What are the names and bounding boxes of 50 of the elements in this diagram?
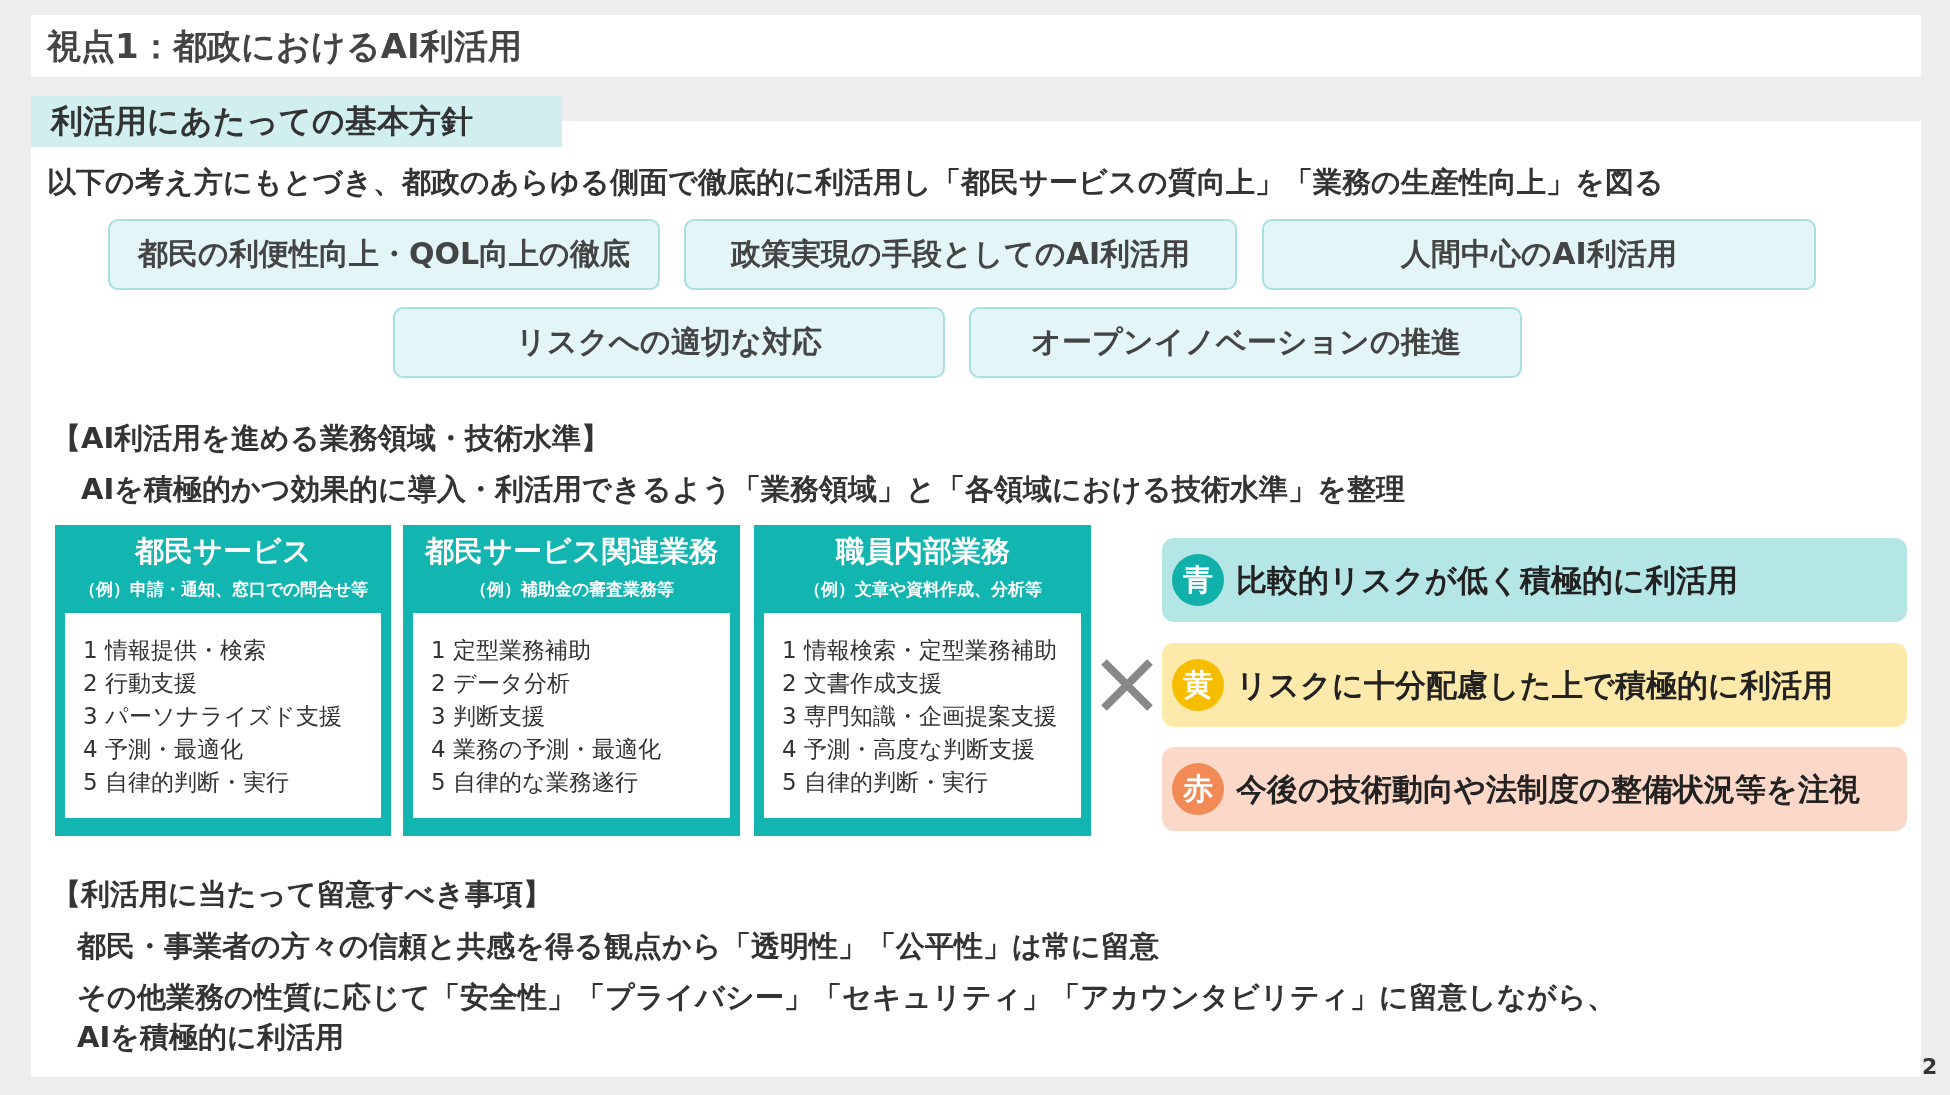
item-list-box bbox=[413, 613, 730, 818]
principle-box: オープンイノベーションの推進 bbox=[969, 307, 1522, 378]
risk-level-text: 今後の技術動向や法制度の整備状況等を注視 bbox=[1236, 770, 1860, 809]
note-sentence: 都民・事業者の方々の信頼と共感を得る観点から「透明性」「公平性」は常に留意 bbox=[77, 928, 1159, 965]
risk-level-text: リスクに十分配慮した上で積極的に利活用 bbox=[1236, 666, 1833, 705]
list-item: 1 情報提供・検索 bbox=[83, 636, 266, 665]
list-item: 3 パーソナライズド支援 bbox=[83, 702, 342, 731]
example-note: （例）申請・通知、窓口での問合せ等 bbox=[77, 578, 369, 601]
section-description: AIを積極的かつ効果的に導入・利活用できるよう「業務領域」と「各領域における技術水準」を整理 bbox=[81, 471, 1406, 508]
principle-box: 政策実現の手段としてのAI利活用 bbox=[684, 219, 1237, 290]
list-item: 1 定型業務補助 bbox=[431, 636, 591, 665]
risk-level-bar bbox=[1162, 747, 1907, 831]
list-item: 5 自律的な業務遂行 bbox=[431, 768, 638, 797]
principle-box: 都民の利便性向上・QOL向上の徹底 bbox=[108, 219, 660, 290]
page-title: 視点1：都政におけるAI利活用 bbox=[47, 25, 522, 68]
category-panel bbox=[754, 525, 1091, 836]
panel-heading: 都民サービス関連業務 bbox=[423, 533, 719, 570]
page-number: 2 bbox=[1922, 1054, 1938, 1080]
level-badge: 黄 bbox=[1172, 659, 1224, 711]
list-item: 4 業務の予測・最適化 bbox=[431, 735, 661, 764]
panel-heading: 職員内部業務 bbox=[834, 533, 1011, 570]
list-item: 2 データ分析 bbox=[431, 669, 570, 698]
list-item: 5 自律的判断・実行 bbox=[782, 768, 988, 797]
category-panel bbox=[55, 525, 391, 836]
list-item: 1 情報検索・定型業務補助 bbox=[782, 636, 1057, 665]
list-item: 2 行動支援 bbox=[83, 669, 197, 698]
category-panel bbox=[403, 525, 740, 836]
list-item: 4 予測・最適化 bbox=[83, 735, 243, 764]
list-item: 5 自律的判断・実行 bbox=[83, 768, 289, 797]
item-list-box bbox=[764, 613, 1081, 818]
example-note: （例）補助金の審査業務等 bbox=[468, 578, 675, 601]
level-badge: 赤 bbox=[1172, 763, 1224, 815]
list-item: 3 専門知識・企画提案支援 bbox=[782, 702, 1057, 731]
risk-level-text: 比較的リスクが低く積極的に利活用 bbox=[1236, 561, 1738, 600]
section-heading: 【利活用に当たって留意すべき事項】 bbox=[52, 876, 552, 913]
item-list-box bbox=[65, 613, 381, 818]
list-item: 2 文書作成支援 bbox=[782, 669, 942, 698]
principle-box: 人間中心のAI利活用 bbox=[1262, 219, 1816, 290]
risk-level-bar bbox=[1162, 643, 1907, 727]
example-note: （例）文章や資料作成、分析等 bbox=[802, 578, 1043, 601]
panel-heading: 都民サービス bbox=[133, 533, 313, 570]
risk-level-bar bbox=[1162, 538, 1907, 622]
principle-box: リスクへの適切な対応 bbox=[393, 307, 945, 378]
intro-sentence: 以下の考え方にもとづき、都政のあらゆる側面で徹底的に利活用し「都民サービスの質向上」「業務の生産性向上」を図る bbox=[47, 164, 1664, 201]
list-item: 4 予測・高度な判断支援 bbox=[782, 735, 1035, 764]
level-badge: 青 bbox=[1172, 554, 1224, 606]
section-heading: 【AI利活用を進める業務領域・技術水準】 bbox=[52, 420, 611, 457]
section-tab: 利活用にあたっての基本方針 bbox=[31, 96, 562, 147]
note-sentence: その他業務の性質に応じて「安全性」「プライバシー」「セキュリティ」「アカウンタビリティ」に留意しながら、AIを積極的に利活用 bbox=[77, 979, 1617, 1056]
list-item: 3 判断支援 bbox=[431, 702, 545, 731]
